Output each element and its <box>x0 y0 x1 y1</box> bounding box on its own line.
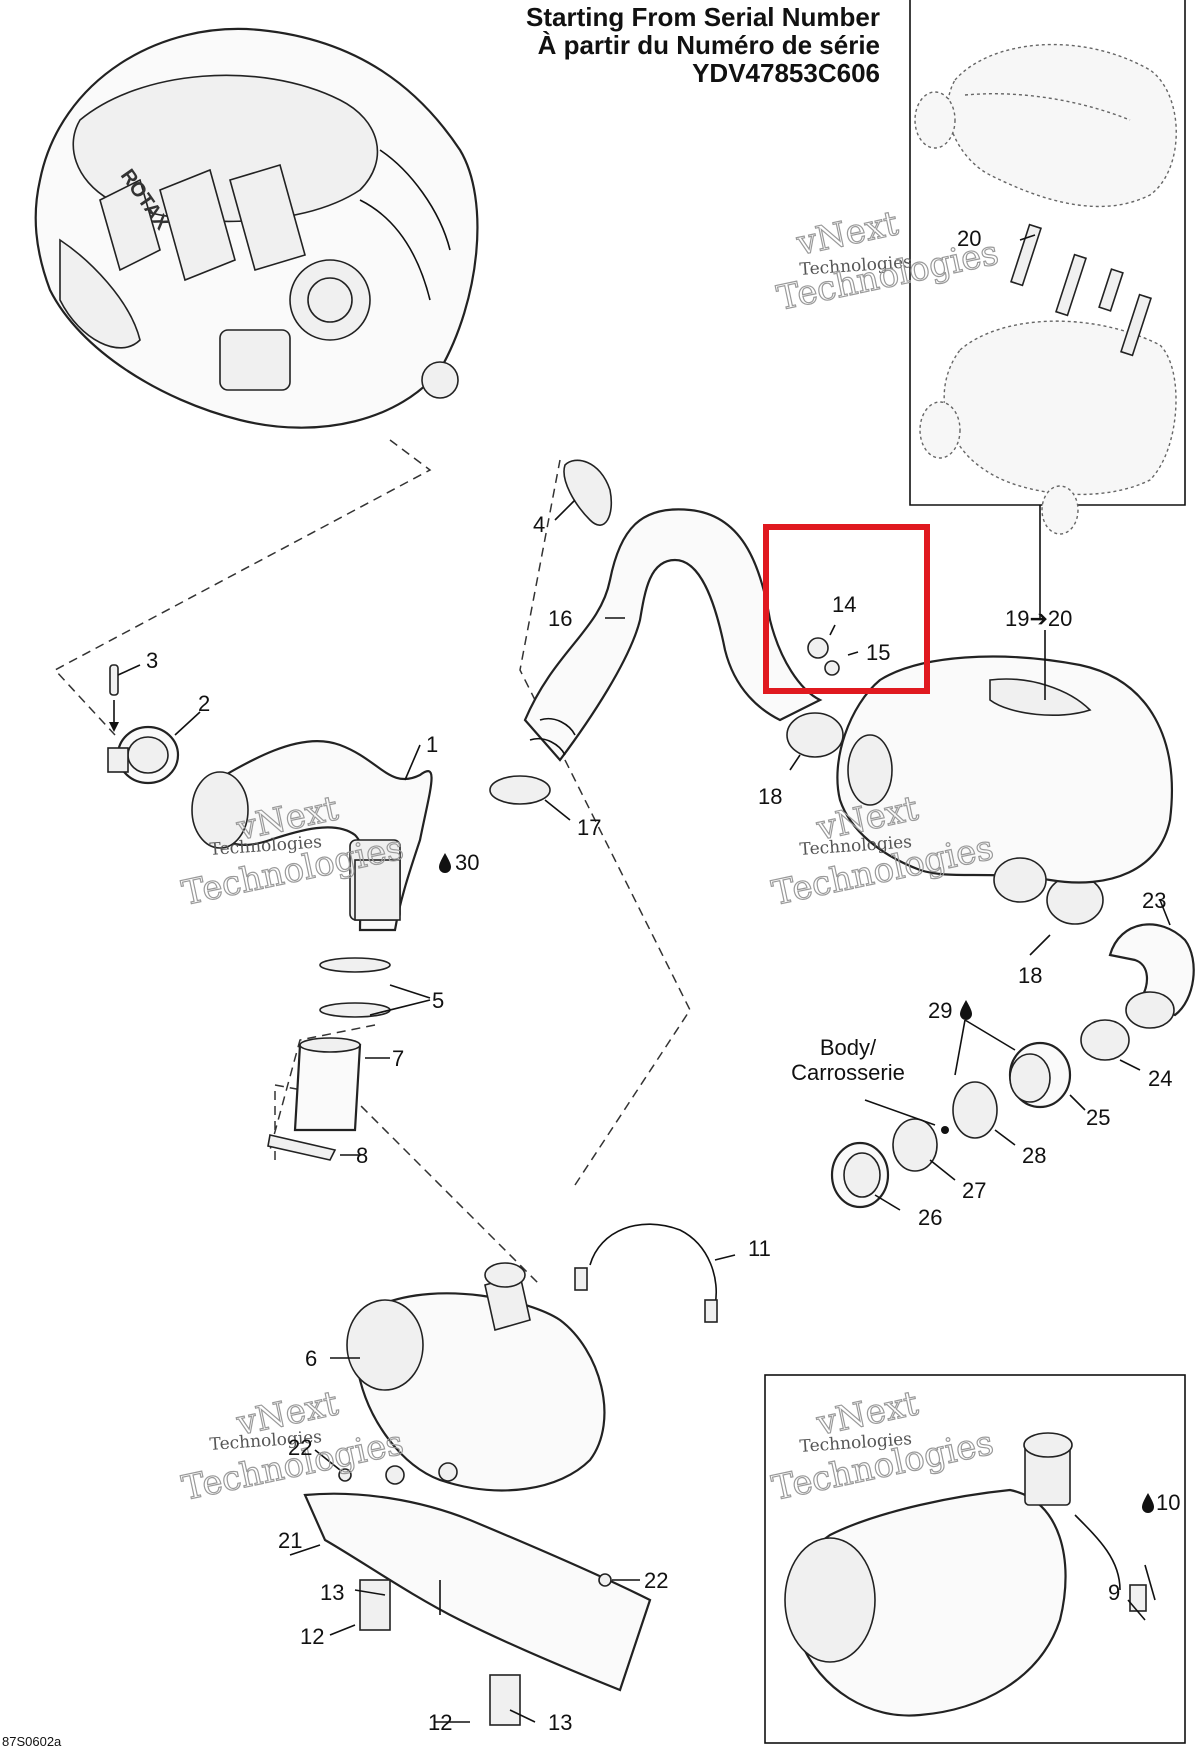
callout-28: 28 <box>1022 1143 1046 1168</box>
leader-lines <box>117 234 1171 1723</box>
header-line-1: Starting From Serial Number <box>526 2 880 32</box>
part-21-heat-shield <box>303 1492 652 1692</box>
callout-15: 15 <box>866 640 890 665</box>
callout-24: 24 <box>1148 1066 1172 1091</box>
callout-2: 2 <box>198 691 210 716</box>
part-8-band <box>267 1134 337 1161</box>
drawing-code: 87S0602a <box>2 1734 62 1749</box>
part-25-fitting <box>1008 1041 1072 1109</box>
engine-illustration: ROTAX <box>34 27 479 429</box>
inset-frame-top <box>909 0 1186 620</box>
part-23-elbow <box>1108 923 1195 1029</box>
part-6-muffler <box>346 1262 606 1492</box>
part-3-pin <box>109 664 119 732</box>
callout-6: 6 <box>305 1346 317 1371</box>
callout-14: 14 <box>832 592 856 617</box>
inset-airbox-lower <box>943 320 1177 496</box>
callout-12-upper: 12 <box>300 1624 324 1649</box>
callout-13-lower: 13 <box>548 1710 572 1735</box>
inset-frame-bottom <box>764 1374 1186 1744</box>
drop-icon-29 <box>960 1000 972 1020</box>
callout-27: 27 <box>962 1178 986 1203</box>
drop-icons <box>439 853 1154 1513</box>
callout-30: 30 <box>455 850 479 875</box>
part-12-bracket-lower <box>489 1674 521 1726</box>
part-26-nut <box>830 1141 890 1209</box>
callout-20: 20 <box>957 226 981 251</box>
callout-22-upper: 22 <box>288 1435 312 1460</box>
callout-4: 4 <box>533 512 545 537</box>
body-label-line-2: Carrosserie <box>791 1060 905 1085</box>
drop-icon-30 <box>439 853 451 873</box>
part-24-clamp <box>1080 1019 1130 1061</box>
part-19-airbox <box>836 655 1173 903</box>
callout-29: 29 <box>928 998 952 1023</box>
part-11-strap <box>574 1223 718 1323</box>
callout-23: 23 <box>1142 888 1166 913</box>
routing-dashed-lines <box>53 439 691 1286</box>
drop-icon-10 <box>1142 1493 1154 1513</box>
part-18-clamp-upper <box>786 712 844 758</box>
callout-26: 26 <box>918 1205 942 1230</box>
callout-25: 25 <box>1086 1105 1110 1130</box>
header-line-2: À partir du Numéro de série <box>538 30 880 60</box>
callout-11: 11 <box>748 1236 771 1261</box>
inset-airbox-upper <box>947 43 1177 208</box>
callout-18-upper: 18 <box>758 784 782 809</box>
callout-8: 8 <box>356 1143 368 1168</box>
part-4-ring <box>563 459 613 526</box>
part-17-clamp <box>489 775 551 805</box>
header-line-3: YDV47853C606 <box>692 58 880 88</box>
part-22-screws <box>338 1462 612 1587</box>
callout-1: 1 <box>426 732 438 757</box>
part-14-bolt <box>807 637 829 659</box>
part-27-gasket <box>892 1118 938 1172</box>
part-12-bracket-upper <box>359 1579 391 1631</box>
callout-21: 21 <box>278 1528 302 1553</box>
callout-16: 16 <box>548 606 572 631</box>
callout-3: 3 <box>146 648 158 673</box>
callout-12-lower: 12 <box>428 1710 452 1735</box>
callout-17: 17 <box>577 815 601 840</box>
part-7-sleeve <box>293 1037 362 1132</box>
body-label: Body/ Carrosserie <box>791 1035 949 1134</box>
part-5-clamps <box>319 957 391 1018</box>
callout-7: 7 <box>392 1046 404 1071</box>
gasket-strips <box>1010 223 1152 357</box>
callout-9: 9 <box>1108 1580 1120 1605</box>
serial-header: Starting From Serial Number À partir du … <box>526 2 880 88</box>
callout-5: 5 <box>432 988 444 1013</box>
part-15-washer <box>824 660 840 676</box>
callout-22-lower: 22 <box>644 1568 668 1593</box>
callout-18-lower: 18 <box>1018 963 1042 988</box>
part-16-hose <box>523 508 823 762</box>
body-label-line-1: Body/ <box>820 1035 877 1060</box>
callout-19-20: 19➔20 <box>1005 606 1072 631</box>
callouts: 1 2 3 4 5 6 7 8 9 10 11 12 12 13 13 14 1… <box>146 226 1180 1735</box>
part-1-exhaust-pipe <box>191 740 433 932</box>
highlight-box <box>763 524 930 694</box>
part-2-clamp <box>107 725 180 785</box>
part-28-gasket <box>952 1081 998 1139</box>
callout-10: 10 <box>1156 1490 1180 1515</box>
callout-13-upper: 13 <box>320 1580 344 1605</box>
